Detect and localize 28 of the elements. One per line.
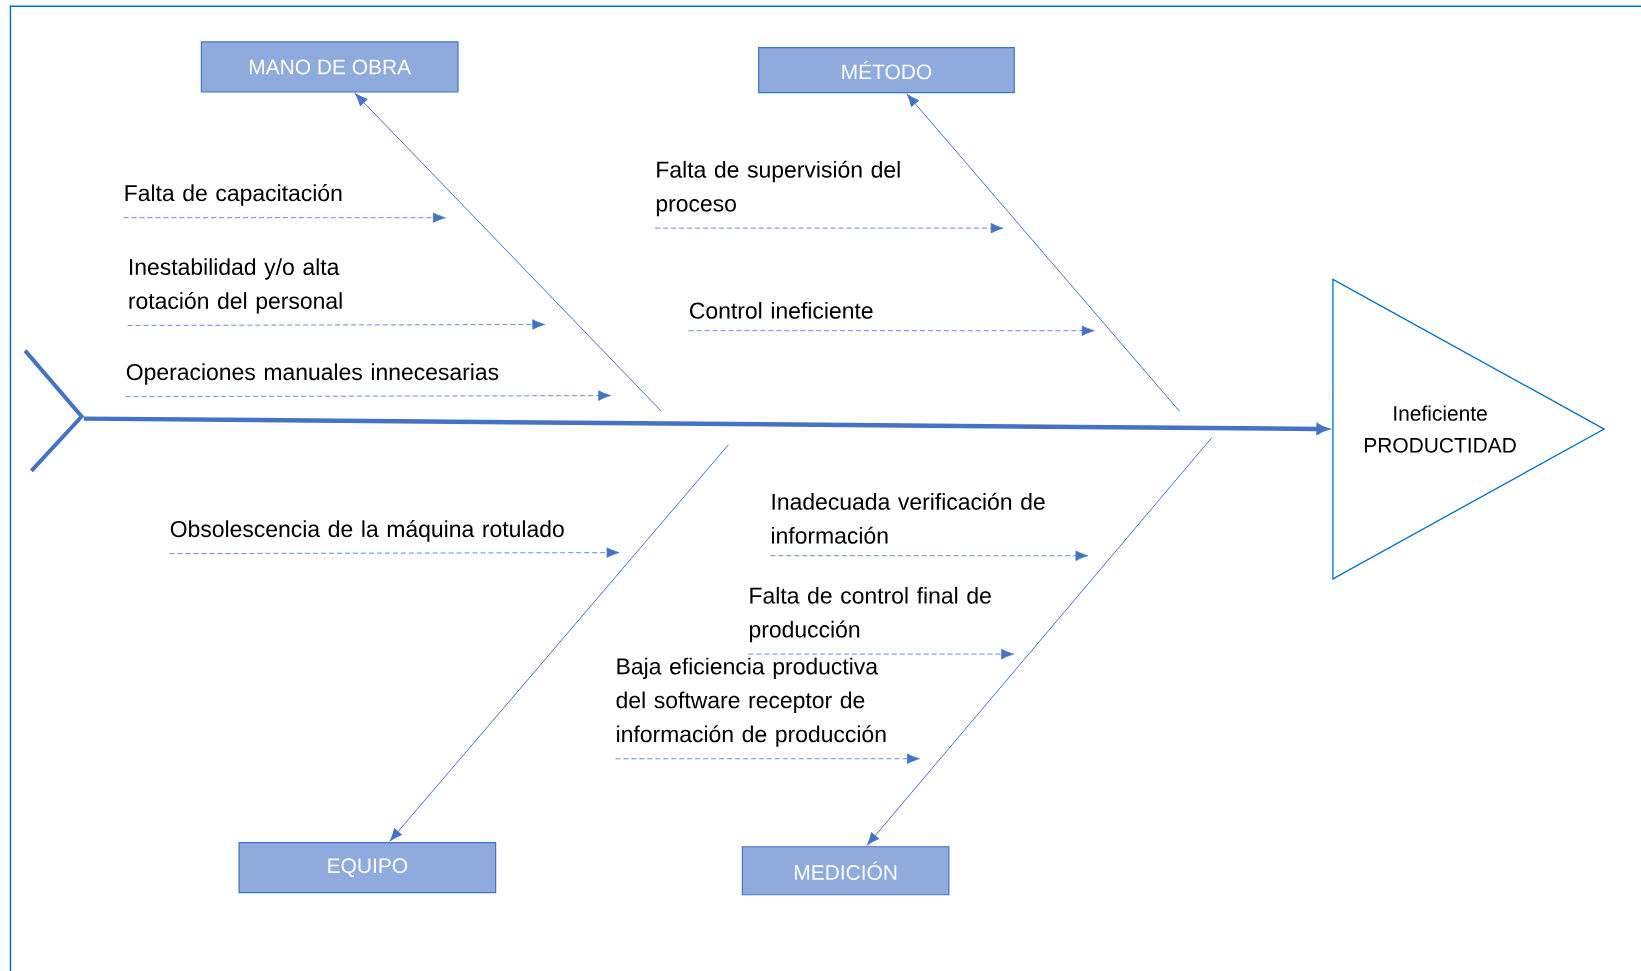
- cause-label: Falta de capacitación: [125, 184, 342, 206]
- cause-label: Obsolescencia de la máquina rotulado: [170, 519, 564, 542]
- cause-arrow: [769, 550, 1089, 561]
- cause-arrow: [615, 753, 920, 764]
- cause-arrow: [125, 390, 612, 401]
- bone-arrow: [389, 444, 729, 841]
- bone-arrow: [906, 94, 1180, 412]
- cause-arrow: [127, 319, 546, 330]
- cause-label: Operaciones manuales innecesarias: [126, 363, 499, 385]
- bone-arrow: [355, 93, 662, 412]
- fish-tail-drawing: [23, 349, 85, 473]
- cause-label: Baja eficiencia productiva del software receptor de información de producción: [616, 657, 886, 747]
- cause-arrow: [123, 212, 446, 223]
- bone-arrow: [867, 436, 1213, 846]
- category-box: EQUIPO: [238, 841, 497, 894]
- cause-label: Control ineficiente: [690, 301, 873, 319]
- spine-arrow: [83, 416, 1329, 435]
- category-box: MEDICIÓN: [741, 846, 950, 896]
- cause-arrow: [169, 547, 620, 558]
- cause-label: Falta de supervisión del proceso: [656, 160, 900, 217]
- cause-arrow: [747, 648, 1014, 660]
- cause-arrow: [688, 325, 1095, 336]
- category-box: MANO DE OBRA: [200, 41, 459, 93]
- cause-label: Inadecuada verificación de información: [772, 492, 1045, 544]
- cause-arrow: [654, 222, 1004, 234]
- category-box: MÉTODO: [758, 47, 1015, 94]
- cause-label: Falta de control final de producción: [750, 586, 991, 643]
- cause-label: Inestabilidad y/o alta rotación del personal: [129, 258, 342, 314]
